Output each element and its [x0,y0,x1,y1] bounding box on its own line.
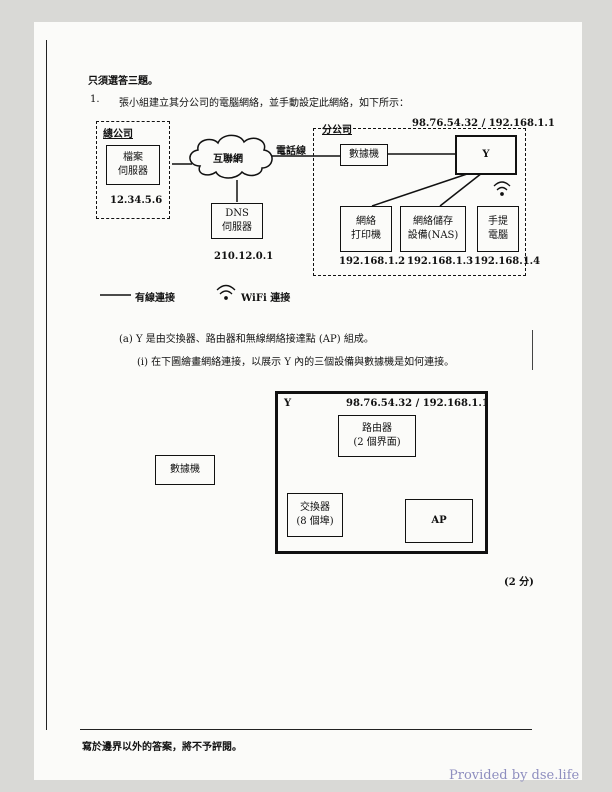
file-server-ip: 12.34.5.6 [110,195,163,206]
dns-ip: 210.12.0.1 [214,251,274,262]
internet-label: 互聯網 [213,154,243,165]
dns-server-box: DNS 伺服器 [211,203,263,239]
file-server-label: 檔案 伺服器 [118,152,148,177]
phone-line-label: 電話線 [276,146,306,157]
dns-server-label: DNS 伺服器 [222,208,252,233]
printer-label: 網絡 打印機 [351,216,381,241]
part-a-i-text: (i) 在下圖繪畫網絡連接，以展示 Y 內的三個設備與數據機是如何連接。 [137,357,455,368]
ap-label: AP [431,515,447,526]
y-label: Y [482,149,490,160]
branch-label: 分公司 [322,125,352,136]
part-a-text: (a) Y 是由交換器、路由器和無線網絡接達點 (AP) 組成。 [119,334,374,345]
head-office-boundary [96,121,170,219]
router-box: 路由器 (2 個界面) [338,415,416,457]
file-server-box: 檔案 伺服器 [106,145,160,185]
bottom-margin-line [80,729,532,730]
laptop-ip: 192.168.1.4 [474,256,541,267]
modem-box: 數據機 [340,144,388,166]
ap-box: AP [405,499,473,543]
section-heading: 只須選答三題。 [88,76,158,87]
modem-label: 數據機 [349,149,379,160]
y2-ip: 98.76.54.32 / 192.168.1.1 [346,398,489,409]
y2-label: Y [284,398,292,409]
left-side-marks [62,320,70,490]
legend-wifi-icon [216,284,236,300]
wifi-icon [493,181,511,196]
y-box: Y [455,135,517,175]
switch-label: 交換器 (8 個埠) [296,502,334,527]
modem2-label: 數據機 [170,464,200,475]
branch-boundary [313,128,526,276]
marks-label: (2 分) [504,577,534,588]
printer-box: 網絡 打印機 [340,206,392,252]
modem2-box: 數據機 [155,455,215,485]
footer-note: 寫於邊界以外的答案，將不予評閱。 [82,742,242,753]
nas-ip: 192.168.1.3 [407,256,474,267]
switch-box: 交換器 (8 個埠) [287,493,343,537]
legend-wired-label: 有線連接 [135,293,175,304]
laptop-label: 手提 電腦 [488,216,508,241]
router-label: 路由器 (2 個界面) [353,423,401,448]
head-office-label: 總公司 [103,129,133,140]
question-stem: 張小組建立其分公司的電腦網絡，並手動設定此網絡，如下所示： [119,98,409,109]
nas-box: 網絡儲存 設備(NAS) [400,206,466,252]
printer-ip: 192.168.1.2 [339,256,406,267]
branch-ip: 98.76.54.32 / 192.168.1.1 [412,118,555,129]
watermark: Provided by dse.life [449,768,580,783]
question-number: 1. [90,94,100,105]
nas-label: 網絡儲存 設備(NAS) [407,216,459,241]
right-side-marks [532,330,537,370]
laptop-box: 手提 電腦 [477,206,519,252]
left-margin-line [46,40,47,730]
internet-cloud [189,134,273,179]
legend-wifi-label: WiFi 連接 [241,293,291,304]
